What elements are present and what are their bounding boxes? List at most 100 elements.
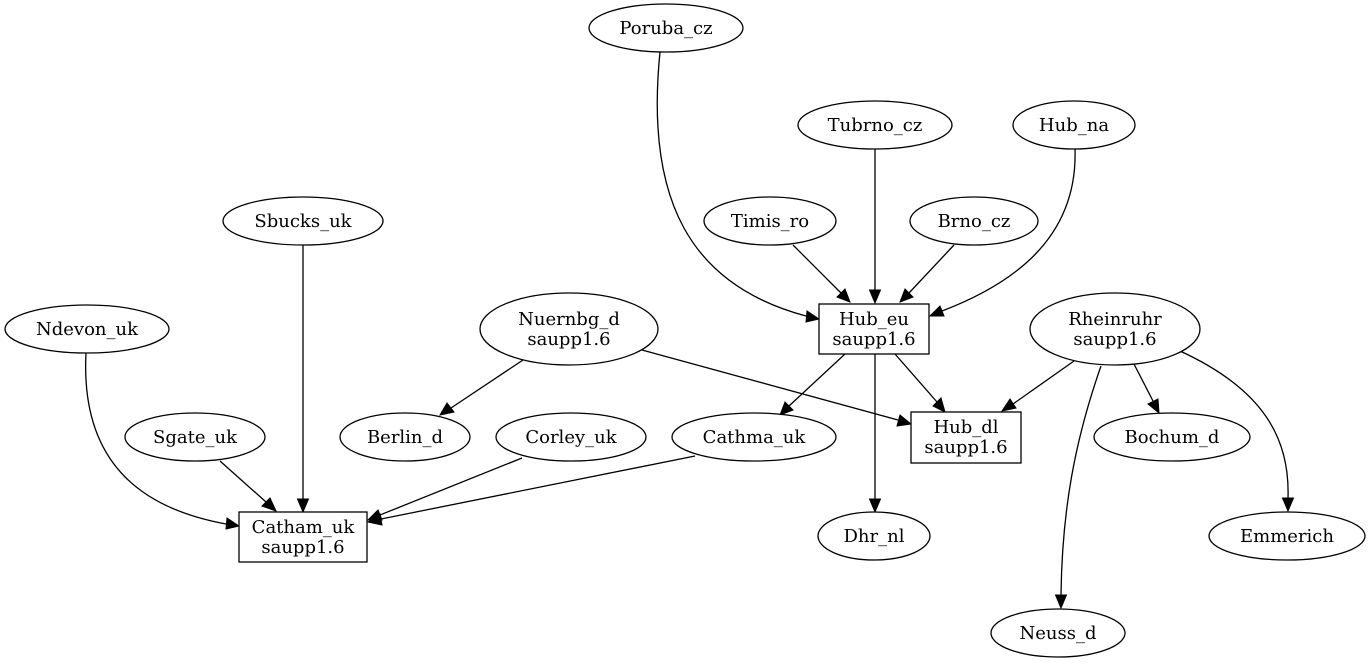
nodes: Poruba_cz Tubrno_cz Hub_na Sbucks_uk Tim… <box>4 3 1366 658</box>
arrowhead <box>896 414 913 427</box>
arrowhead <box>836 288 851 303</box>
arrowhead <box>366 513 383 526</box>
node-ellipse <box>990 608 1126 658</box>
node-label-line2: saupp1.6 <box>261 537 344 558</box>
node-hub-dl[interactable]: Hub_dl saupp1.6 <box>910 411 1022 464</box>
node-ellipse <box>1093 412 1251 462</box>
node-bochum-d[interactable]: Bochum_d <box>1093 412 1251 462</box>
node-hub-na[interactable]: Hub_na <box>1012 100 1136 150</box>
edge-rheinruhr-to-bochum-d <box>1133 363 1154 402</box>
node-ellipse <box>222 196 384 246</box>
node-label: Bochum_d <box>1125 427 1220 448</box>
node-sgate-uk[interactable]: Sgate_uk <box>124 412 266 462</box>
arrowhead <box>868 289 882 305</box>
arrowhead <box>261 497 277 512</box>
edge-corley-uk-to-catham-uk <box>379 457 523 516</box>
node-ellipse <box>909 196 1039 246</box>
node-ndevon-uk[interactable]: Ndevon_uk <box>4 304 170 354</box>
node-ellipse <box>479 292 659 366</box>
node-brno-cz[interactable]: Brno_cz <box>909 196 1039 246</box>
arrowhead <box>899 288 914 303</box>
edges <box>85 51 1295 610</box>
node-label-line1: Hub_dl <box>933 417 998 438</box>
edge-hub-eu-to-cathma-uk <box>788 353 846 407</box>
node-label-line1: Nuernbg_d <box>518 309 620 330</box>
node-emmerich[interactable]: Emmerich <box>1208 511 1366 561</box>
arrowhead <box>932 397 946 413</box>
node-box <box>910 411 1022 464</box>
node-timis-ro[interactable]: Timis_ro <box>703 196 837 246</box>
arrowhead <box>438 402 455 416</box>
node-cathma-uk[interactable]: Cathma_uk <box>671 412 837 462</box>
node-label: Cathma_uk <box>703 427 807 448</box>
node-label-line2: saupp1.6 <box>527 329 610 350</box>
edge-nuernbg-d-to-berlin-d <box>450 359 524 409</box>
node-label: Berlin_d <box>367 427 443 448</box>
node-catham-uk[interactable]: Catham_uk saupp1.6 <box>238 511 368 563</box>
edge-rheinruhr-to-hub-dl <box>1012 360 1075 405</box>
node-ellipse <box>1208 511 1366 561</box>
node-label-line2: saupp1.6 <box>832 329 915 350</box>
node-label-line1: Rheinruhr <box>1068 309 1162 330</box>
node-label-line1: Catham_uk <box>252 517 356 538</box>
node-label: Sbucks_uk <box>254 211 352 232</box>
edge-poruba-cz-to-hub-eu <box>656 51 807 317</box>
node-ellipse <box>817 511 931 561</box>
node-nuernbg-d[interactable]: Nuernbg_d saupp1.6 <box>479 292 659 366</box>
arrowhead <box>928 305 945 317</box>
node-ellipse <box>1012 100 1136 150</box>
arrowhead <box>868 498 882 514</box>
node-label: Emmerich <box>1240 526 1334 547</box>
arrowhead <box>1147 398 1160 415</box>
node-tubrno-cz[interactable]: Tubrno_cz <box>797 100 953 150</box>
node-label: Tubrno_cz <box>828 115 923 136</box>
node-ellipse <box>588 3 744 53</box>
edge-hub-eu-to-hub-dl <box>894 353 938 403</box>
node-poruba-cz[interactable]: Poruba_cz <box>588 3 744 53</box>
node-label: Dhr_nl <box>844 526 905 547</box>
edge-sgate-uk-to-catham-uk <box>219 460 267 503</box>
edge-brno-cz-to-hub-eu <box>908 244 955 294</box>
edge-ndevon-uk-to-catham-uk <box>85 352 227 525</box>
arrowhead <box>1281 497 1295 513</box>
edge-nuernbg-d-to-hub-dl <box>641 349 899 421</box>
node-dhr-nl[interactable]: Dhr_nl <box>817 511 931 561</box>
node-label: Corley_uk <box>525 427 617 448</box>
node-neuss-d[interactable]: Neuss_d <box>990 608 1126 658</box>
node-corley-uk[interactable]: Corley_uk <box>495 412 647 462</box>
edge-rheinruhr-to-neuss-d <box>1060 365 1102 596</box>
node-berlin-d[interactable]: Berlin_d <box>339 412 471 462</box>
edge-cathma-uk-to-catham-uk <box>380 455 696 520</box>
node-ellipse <box>1029 292 1201 366</box>
node-label: Hub_na <box>1039 115 1109 136</box>
node-label: Timis_ro <box>731 211 809 232</box>
node-rheinruhr[interactable]: Rheinruhr saupp1.6 <box>1029 292 1201 366</box>
arrowhead <box>779 401 794 416</box>
node-label: Brno_cz <box>938 211 1011 232</box>
node-box <box>818 303 930 355</box>
node-label-line2: saupp1.6 <box>1073 329 1156 350</box>
node-ellipse <box>671 412 837 462</box>
node-ellipse <box>797 100 953 150</box>
node-label: Ndevon_uk <box>36 319 139 340</box>
node-box <box>238 511 368 563</box>
arrowhead <box>805 310 821 323</box>
node-label-line2: saupp1.6 <box>924 437 1007 458</box>
node-hub-eu[interactable]: Hub_eu saupp1.6 <box>818 303 930 355</box>
edge-timis-ro-to-hub-eu <box>792 244 842 294</box>
arrowhead <box>1054 594 1068 610</box>
node-ellipse <box>4 304 170 354</box>
node-label-line1: Hub_eu <box>839 309 909 330</box>
node-ellipse <box>703 196 837 246</box>
arrowhead <box>1000 398 1017 412</box>
node-sbucks-uk[interactable]: Sbucks_uk <box>222 196 384 246</box>
node-label: Poruba_cz <box>619 18 712 39</box>
node-label: Sgate_uk <box>153 427 238 448</box>
node-ellipse <box>124 412 266 462</box>
edge-hub-na-to-hub-eu <box>941 148 1076 312</box>
arrowhead <box>225 517 241 530</box>
arrowhead <box>296 498 310 514</box>
edge-rheinruhr-to-emmerich <box>1179 350 1289 499</box>
node-ellipse <box>495 412 647 462</box>
